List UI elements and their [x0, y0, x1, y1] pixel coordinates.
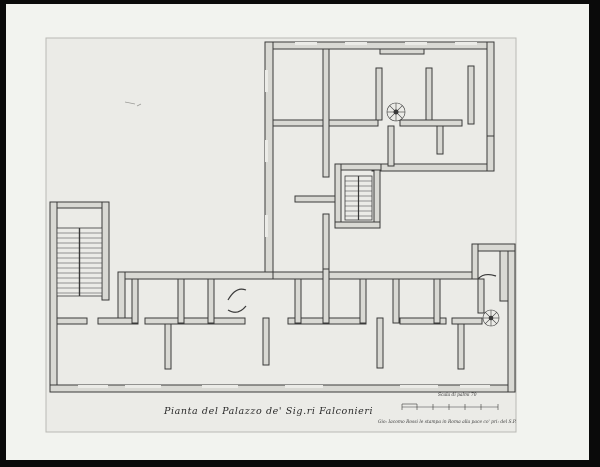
main-block-north-wall	[117, 271, 274, 280]
interior-partition	[207, 278, 215, 324]
plate-mark	[45, 37, 517, 433]
north-wing-east-wall	[486, 41, 495, 137]
east-stair-wall	[471, 243, 479, 280]
interior-partition	[392, 278, 400, 324]
north-wing-cross-wall-east	[399, 119, 463, 127]
interior-partition	[164, 323, 172, 370]
west-tower-east-wall	[101, 201, 110, 301]
interior-partition	[322, 268, 330, 324]
interior-partition	[457, 323, 465, 370]
spiral-stair-north	[386, 102, 406, 122]
stair-hall-wall	[334, 221, 381, 229]
stair-hall-wall	[373, 169, 381, 227]
interior-partition	[262, 317, 270, 366]
east-stair-wall	[499, 250, 509, 302]
curved-passages	[227, 273, 497, 313]
stair-hall-wall	[334, 163, 342, 225]
main-block-north-wall	[272, 271, 473, 280]
scale-bar	[401, 403, 499, 410]
interior-partition	[376, 317, 384, 369]
main-block-south-wall	[49, 384, 515, 393]
north-wing-partition	[467, 65, 475, 125]
interior-wall	[399, 317, 447, 325]
north-wing-partition	[436, 125, 444, 155]
window-openings	[78, 42, 490, 388]
stray-marks	[124, 101, 142, 107]
north-wing-partition	[322, 213, 330, 270]
north-wing-partition	[375, 67, 383, 121]
north-wing-partition	[387, 125, 395, 167]
main-block-west-wall	[49, 201, 58, 393]
interior-wall	[451, 317, 483, 325]
north-wing-partition	[425, 67, 433, 121]
north-wing-east-lower-wall	[486, 135, 495, 172]
west-tower-top-wall	[51, 201, 109, 209]
interior-partition	[433, 278, 441, 324]
west-staircase	[56, 227, 103, 297]
interior-wall	[144, 317, 246, 325]
interior-partition	[294, 278, 302, 324]
north-stair	[344, 175, 373, 221]
interior-partition	[477, 278, 485, 314]
stair-hall-wall	[340, 163, 382, 171]
plan-title: Pianta del Palazzo de' Sig.ri Falconieri	[164, 406, 374, 417]
north-wing-partition	[322, 48, 330, 178]
scale-label: Scala di palmi 70	[438, 393, 477, 398]
spiral-stair-east	[482, 309, 500, 327]
main-block-partition	[117, 271, 126, 321]
interior-wall	[56, 317, 88, 325]
interior-partition	[359, 278, 367, 324]
engraver-imprint: Gio: Iacomo Rossi le stampa in Roma alla…	[378, 420, 517, 425]
north-wing-wall-thickening	[379, 48, 425, 55]
main-block-east-wall	[507, 243, 516, 393]
interior-partition	[177, 278, 185, 324]
north-wing-cross-wall	[294, 195, 336, 203]
interior-partition	[131, 278, 139, 324]
